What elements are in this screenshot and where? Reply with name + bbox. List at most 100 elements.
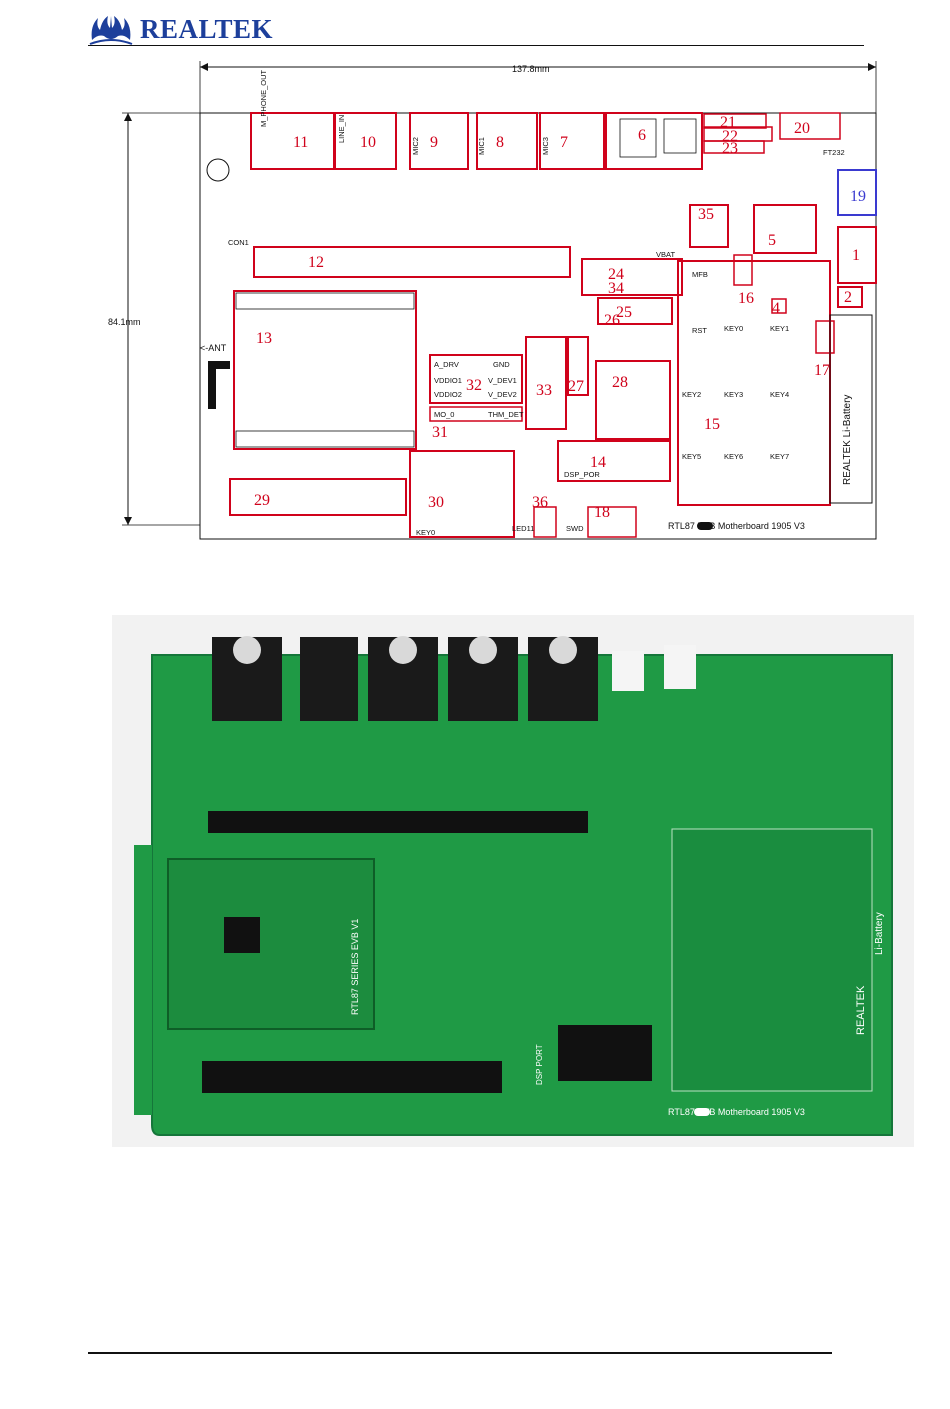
footer-rule (88, 1352, 832, 1354)
height-dimension: 84.1mm (108, 112, 202, 526)
callout-box-6 (605, 112, 703, 170)
callout-16: 16 (738, 290, 754, 307)
callout-box-27 (567, 336, 589, 396)
bottom-pin-headers (202, 1061, 502, 1093)
callout-22: 22 (722, 128, 738, 145)
callout-box-17 (815, 320, 835, 354)
callout-box-5 (753, 204, 817, 254)
callout-box-19 (837, 169, 877, 216)
dsp-port-connector (558, 1025, 652, 1081)
con1-label: CON1 (228, 238, 249, 247)
photo-redaction-mark (694, 1108, 710, 1116)
callout-5: 5 (768, 232, 776, 249)
callout-box-12 (253, 246, 571, 278)
callout-box-7 (539, 112, 605, 170)
v-dev2-label: V_DEV2 (488, 390, 517, 399)
callout-21: 21 (720, 114, 736, 131)
callout-30: 30 (428, 494, 444, 511)
width-dimension: 137.8mm (199, 61, 877, 115)
logo-text: REALTEK (140, 14, 274, 44)
callout-box-25 (597, 297, 673, 325)
phone-out-label: M_PHONE_OUT (259, 69, 268, 127)
key0-label: KEY0 (724, 324, 743, 333)
callout-box-32 (429, 354, 523, 404)
callout-box-14 (557, 440, 671, 482)
callout-2: 2 (844, 289, 852, 306)
a-drv-label: A_DRV (434, 360, 459, 369)
callout-box-2 (837, 286, 863, 308)
callout-box-16 (733, 254, 753, 286)
callout-36: 36 (532, 494, 548, 511)
button-matrix-area (671, 828, 873, 1092)
line-in-label: LINE_IN (337, 115, 346, 143)
callout-18: 18 (594, 504, 610, 521)
callout-31: 31 (432, 424, 448, 441)
callout-box-23 (703, 140, 765, 154)
module-label: RTL87 SERIES EVB V1 (350, 919, 360, 1015)
white-connector-2 (664, 645, 696, 689)
callout-box-28 (595, 360, 671, 440)
callout-28: 28 (612, 374, 628, 391)
callout-17: 17 (814, 362, 830, 379)
callout-35: 35 (698, 206, 714, 223)
callout-box-1 (837, 226, 877, 284)
module-header-bottom (235, 430, 415, 448)
mounting-hole (206, 158, 230, 182)
jack-ring-2 (389, 636, 417, 664)
ft232-label: FT232 (823, 148, 845, 157)
vddio2-label: VDDIO2 (434, 390, 462, 399)
callout-box-8 (476, 112, 538, 170)
audio-jacks (212, 636, 598, 721)
callout-29: 29 (254, 492, 270, 509)
callout-box-33 (525, 336, 567, 430)
jack-ring-4 (549, 636, 577, 664)
callout-box-9 (409, 112, 469, 170)
usb-jack-outline (619, 118, 657, 158)
callout-15: 15 (704, 416, 720, 433)
callout-32: 32 (466, 377, 482, 394)
callout-33: 33 (536, 382, 552, 399)
usb-jack-outline-2 (663, 118, 697, 154)
dsp-port-label: DSP PORT (535, 1044, 544, 1085)
callout-23: 23 (722, 140, 738, 157)
callout-4: 4 (772, 300, 780, 317)
v-dev1-label: V_DEV1 (488, 376, 517, 385)
callout-box-36 (533, 506, 557, 538)
callout-box-20 (779, 112, 841, 140)
board-photo: RTL87 SERIES EVB V1 DSP PORT REALTEK Li-… (112, 615, 914, 1147)
photo-brand: REALTEK (855, 985, 867, 1035)
module-chip (224, 917, 260, 953)
pin-header-con1 (208, 811, 588, 833)
callout-box-35 (689, 204, 729, 248)
width-dimension-text: 137.8mm (512, 64, 550, 74)
callout-box-31 (429, 406, 523, 422)
gnd-label: GND (493, 360, 510, 369)
callout-7: 7 (560, 134, 568, 151)
callout-19: 19 (850, 188, 866, 205)
board-layout-diagram: 137.8mm 84.1mm M_PHONE_OUT LINE_IN MIC2 … (108, 61, 877, 540)
callout-box-10 (333, 112, 397, 170)
photo-battery-label: Li-Battery (874, 912, 885, 955)
white-connector-1 (612, 651, 644, 691)
key5-label: KEY5 (682, 452, 701, 461)
key7-label: KEY7 (770, 452, 789, 461)
page-header: REALTEK (88, 8, 864, 48)
callout-box-24 (581, 258, 683, 296)
mic1-label: MIC1 (477, 137, 486, 155)
rst-label: RST (692, 326, 707, 335)
callout-box-4 (771, 298, 787, 314)
callout-box-29 (229, 478, 407, 516)
board-outline (199, 112, 877, 540)
led11-label: LED11 (512, 524, 534, 533)
mo-0-label: MO_0 (434, 410, 454, 419)
antenna-label: <-ANT (200, 343, 227, 353)
key2-label: KEY2 (682, 390, 701, 399)
callout-1: 1 (852, 247, 860, 264)
callout-27: 27 (568, 378, 584, 395)
callout-12: 12 (308, 254, 324, 271)
callout-box-13 (233, 290, 417, 450)
realtek-crab-logo-icon (89, 16, 133, 45)
audio-jack-line-in (300, 637, 358, 721)
mic3-label: MIC3 (541, 137, 550, 155)
jack-ring-3 (469, 636, 497, 664)
